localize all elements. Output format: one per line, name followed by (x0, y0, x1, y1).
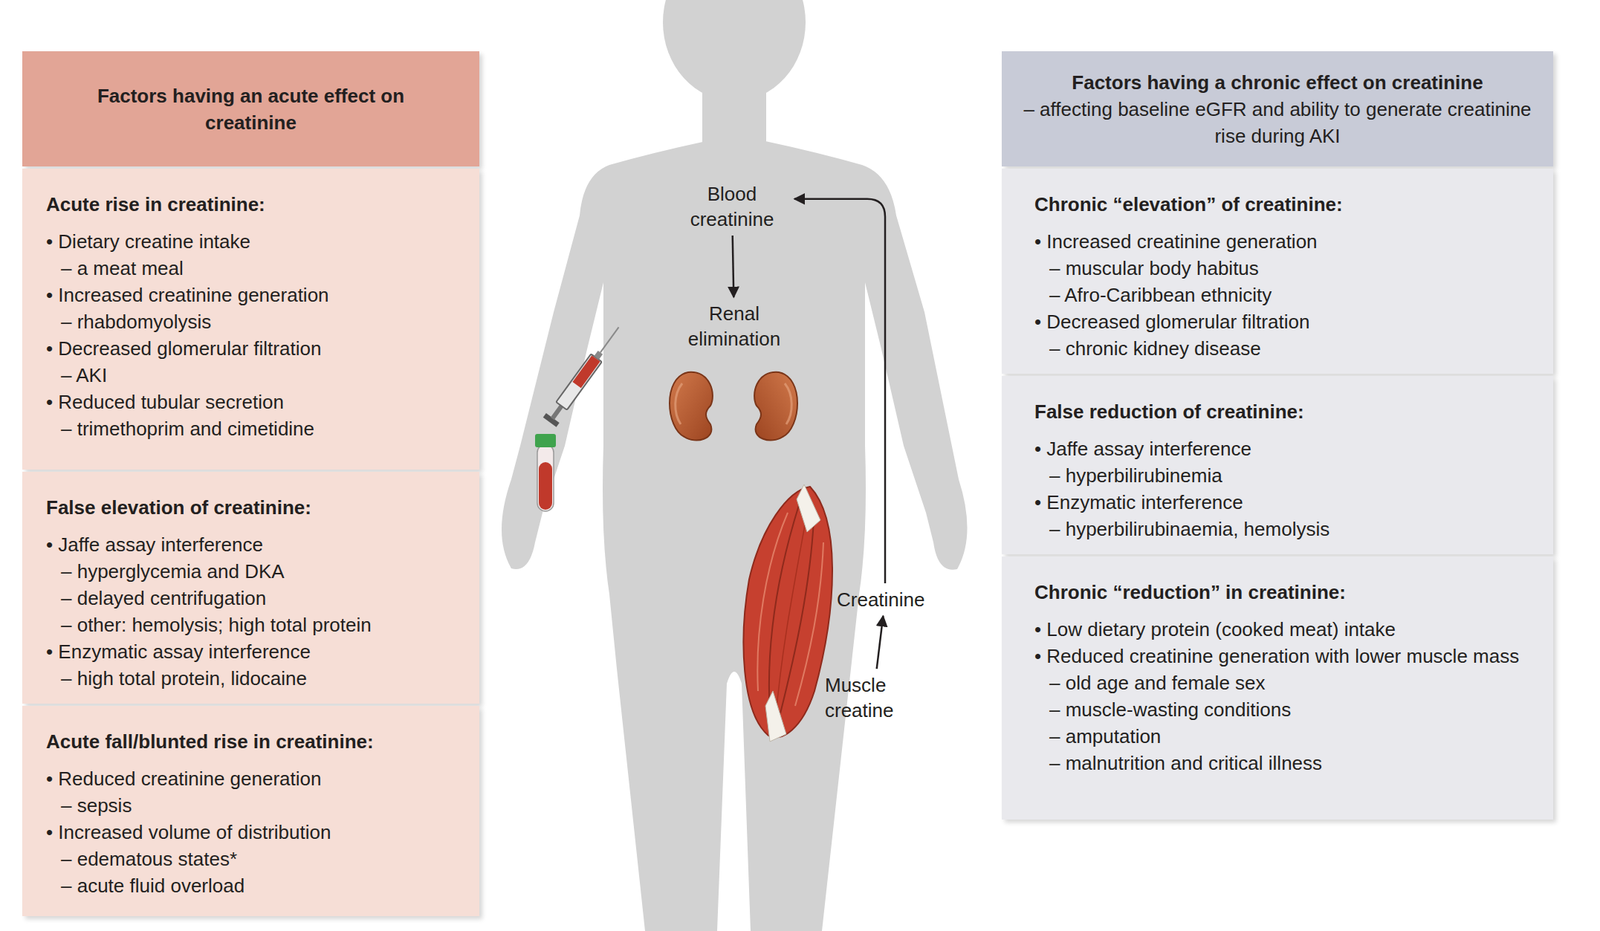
muscle-fibre (757, 512, 788, 692)
item-text: – acute fluid overload (46, 872, 465, 900)
heading-text: False elevation of creatinine: (46, 494, 465, 521)
item-text: – hyperbilirubinemia (1034, 462, 1539, 489)
muscle-fibre (769, 505, 799, 714)
tube-blood (538, 462, 553, 510)
item-text: • Enzymatic interference (1034, 488, 1539, 516)
tendon (765, 691, 787, 742)
item-text: – rhabdomyolysis (46, 308, 465, 336)
panel-section: Chronic “reduction” in creatinine: • Low … (1001, 556, 1554, 820)
panel-section: Chronic “elevation” of creatinine: • Incr… (1001, 168, 1554, 374)
panel-section: False reduction of creatinine: • Jaffe as… (1001, 376, 1554, 555)
item-text: – other: hemolysis; high total protein (46, 611, 465, 639)
kidney (754, 372, 798, 441)
heading-text: Factors having a chronic effect on creat… (1012, 69, 1543, 96)
muscle-fibre (775, 512, 808, 718)
item-text: • Jaffe assay interference (1034, 435, 1539, 463)
panel-section: Acute rise in creatinine: • Dietary creat… (22, 168, 480, 470)
muscle-belly (743, 486, 833, 738)
item-text: – amputation (1034, 723, 1539, 750)
syringe (543, 322, 626, 428)
item-text: – a meat meal (46, 254, 465, 282)
torso-limbs (501, 141, 968, 931)
item-text: – edematous states* (46, 845, 465, 873)
item-text: • Decreased glomerular filtration (46, 335, 465, 362)
heading-text: Chronic “reduction” in creatinine: (1034, 578, 1539, 606)
item-text: – Afro-Caribbean ethnicity (1034, 281, 1539, 309)
thigh-muscle (743, 484, 833, 742)
heading-text: Acute rise in creatinine: (46, 190, 465, 218)
item-text: • Increased creatinine generation (1034, 228, 1539, 255)
label-text: Muscle creatine (824, 672, 922, 724)
figure-label: Renal elimination (674, 300, 794, 352)
item-text: – AKI (46, 361, 465, 389)
tendon (796, 484, 821, 533)
item-text: – sepsis (46, 792, 465, 819)
panel-header: Factors having a chronic effect on creat… (1001, 51, 1554, 167)
syringe-barrel (555, 353, 602, 410)
flow-arrow (876, 616, 884, 669)
figure-label: Muscle creatine (824, 672, 922, 724)
kidney (669, 372, 713, 441)
item-text: – hyperbilirubinaemia, hemolysis (1034, 515, 1539, 543)
figure-label: Blood creatinine (672, 181, 792, 232)
tube-body (537, 444, 554, 512)
label-text: Blood creatinine (672, 181, 792, 232)
item-text: • Dietary creatine intake (46, 228, 465, 255)
muscle-fibre (795, 542, 824, 706)
item-text: • Reduced tubular secretion (46, 388, 465, 416)
heading-text: Acute fall/blunted rise in creatinine: (46, 728, 465, 756)
syringe-blood (572, 355, 600, 388)
item-text: – affecting baseline eGFR and ability to… (1012, 95, 1543, 150)
kidney-right (754, 372, 798, 441)
item-text: – muscular body habitus (1034, 254, 1539, 282)
tube-cap (535, 433, 556, 448)
item-text: – old age and female sex (1034, 669, 1539, 697)
label-text: Renal elimination (674, 300, 794, 352)
panel-section: Acute fall/blunted rise in creatinine: • … (22, 705, 480, 917)
item-text: – chronic kidney disease (1034, 335, 1539, 362)
label-text: Creatinine (836, 587, 934, 613)
muscle-fibre (780, 520, 814, 714)
item-text: • Low dietary protein (cooked meat) inta… (1034, 616, 1539, 643)
kidney-left (669, 372, 713, 441)
item-text: • Decreased glomerular filtration (1034, 308, 1539, 336)
blood-tube (535, 433, 556, 512)
item-text: – malnutrition and critical illness (1034, 749, 1539, 777)
body-silhouette (501, 0, 968, 931)
item-text: • Enzymatic assay interference (46, 638, 465, 666)
panel-section: False elevation of creatinine: • Jaffe as… (22, 471, 480, 704)
item-text: – trimethoprim and cimetidine (46, 415, 465, 443)
item-text: • Jaffe assay interference (46, 531, 465, 559)
item-text: – high total protein, lidocaine (46, 665, 465, 692)
figure-label: Creatinine (836, 587, 934, 613)
item-text: – delayed centrifugation (46, 584, 465, 612)
syringe-needle (600, 326, 620, 353)
flow-arrow (732, 235, 735, 298)
heading-text: False reduction of creatinine: (1034, 398, 1539, 426)
panel-header: Factors having an acute effect on creati… (22, 51, 480, 167)
item-text: • Increased creatinine generation (46, 281, 465, 309)
item-text: – muscle-wasting conditions (1034, 696, 1539, 724)
item-text: • Reduced creatinine generation (46, 765, 465, 793)
item-text: • Reduced creatinine generation with low… (1034, 642, 1539, 670)
heading-text: Factors having an acute effect on creati… (66, 82, 435, 136)
kidney-shine (675, 383, 683, 425)
item-text: – hyperglycemia and DKA (46, 558, 465, 585)
kidney-shine (784, 383, 792, 425)
item-text: • Increased volume of distribution (46, 818, 465, 846)
flow-arrow (794, 199, 886, 584)
heading-text: Chronic “elevation” of creatinine: (1034, 190, 1539, 218)
